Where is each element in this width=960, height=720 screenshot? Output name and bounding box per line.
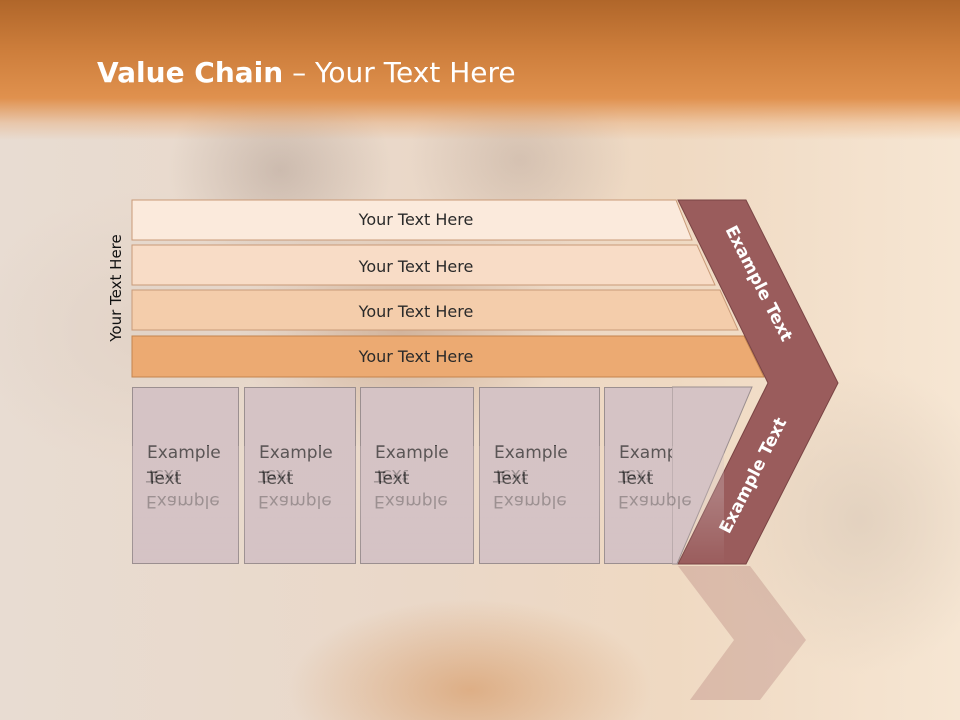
primary-box-1-label: Example Text: [147, 443, 221, 489]
primary-box-4: Example Text: [479, 387, 600, 564]
primary-box-4-reflection-label: Example Text: [493, 465, 567, 511]
header-band: [0, 0, 960, 140]
primary-box-1: Example Text: [132, 387, 239, 564]
primary-box-5-reflection-label: Example Text: [618, 465, 692, 511]
primary-box-3: Example Text: [360, 387, 474, 564]
primary-box-5-tail-shape: [672, 386, 753, 565]
support-bar-1-label: Your Text Here: [358, 210, 474, 229]
primary-box-5: Example Text: [604, 387, 693, 564]
primary-box-4-label: Example Text: [494, 443, 568, 489]
primary-box-2-label: Example Text: [259, 443, 333, 489]
primary-box-3-reflection-label: Example Text: [374, 465, 448, 511]
primary-box-2-reflection-label: Example Text: [258, 465, 332, 511]
title-bold: Value Chain: [97, 56, 284, 89]
support-bar-2: [131, 244, 716, 286]
primary-box-5-tail: [672, 386, 753, 565]
support-bar-3-label: Your Text Here: [358, 302, 474, 321]
primary-box-2: Example Text: [244, 387, 356, 564]
slide-title: Value Chain – Your Text Here: [97, 56, 516, 89]
chevron-reflection: [678, 566, 806, 700]
primary-box-3-reflection: Example Text: [360, 446, 474, 566]
support-bar-2-label: Your Text Here: [358, 257, 474, 276]
primary-box-2-reflection: Example Text: [244, 446, 356, 566]
primary-box-5-reflection: Example Text: [604, 446, 724, 566]
primary-box-1-reflection-label: Example Text: [146, 465, 220, 511]
title-rest: – Your Text Here: [283, 56, 516, 89]
primary-box-4-reflection: Example Text: [479, 446, 600, 566]
margin-chevron: [677, 199, 839, 565]
support-bar-1: [131, 199, 693, 241]
primary-box-3-label: Example Text: [375, 443, 449, 489]
primary-box-1-reflection: Example Text: [132, 446, 239, 566]
support-bar-3: [131, 289, 739, 331]
support-bar-4-label: Your Text Here: [358, 347, 474, 366]
support-bar-4: [131, 335, 765, 378]
